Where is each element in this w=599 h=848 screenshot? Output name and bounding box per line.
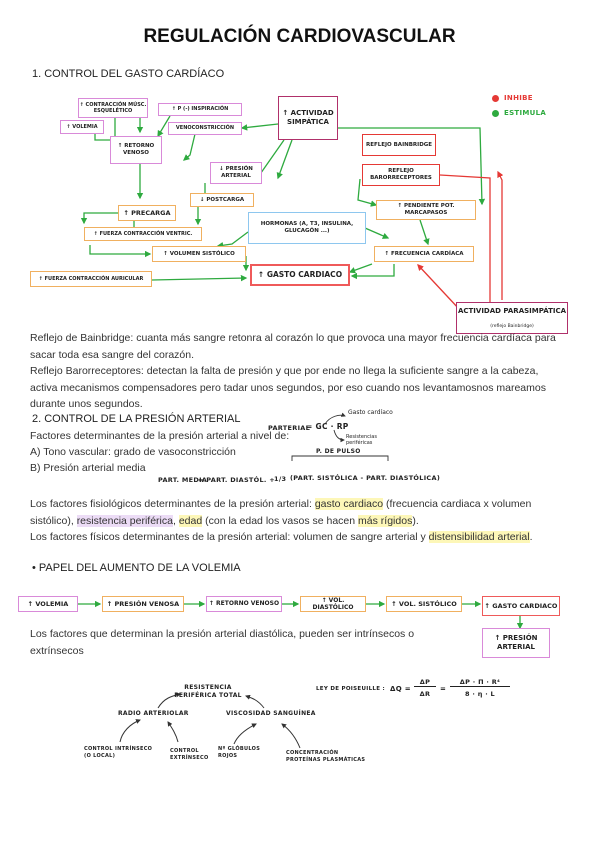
fisicos-text-c: . xyxy=(529,531,533,543)
paragraph-bainbridge: Reflejo de Bainbridge: cuanta más sangre… xyxy=(30,332,556,361)
fisio-highlight-edad: edad xyxy=(178,514,203,527)
tree-radio-arteriolar: RADIO ARTERIOLAR xyxy=(118,710,189,717)
legend-inhibe: INHIBE xyxy=(504,94,533,102)
parasimpatica-note: (reflejo Bainbridge) xyxy=(490,324,534,330)
tree-globulos-rojos: Nº GLÓBULOS ROJOS xyxy=(218,746,261,759)
legend-estimula-dot xyxy=(492,110,499,117)
legend-inhibe-dot xyxy=(492,95,499,102)
fisio-highlight-gasto: gasto cardiaco xyxy=(314,498,384,510)
fisio-text-a: Los factores fisiológicos determinantes … xyxy=(30,498,315,510)
node-venoconstriccion: VENOCONSTRICCIÓN xyxy=(168,122,242,135)
tree-control-intrinseco: CONTROL INTRÍNSECO (O LOCAL) xyxy=(84,746,153,759)
tree-viscosidad: VISCOSIDAD SANGUÍNEA xyxy=(226,710,316,717)
page-title: REGULACIÓN CARDIOVASCULAR xyxy=(143,26,456,47)
node-reflejo-baroreceptores: REFLEJO BARORRECEPTORES xyxy=(362,164,440,186)
chain-vol-diastolico: ↑ VOL. DIASTÓLICO xyxy=(300,596,366,612)
formula-pulse-pressure: (PART. SISTÓLICA - PART. DIASTÓLICA) xyxy=(290,474,441,482)
fisiologicos-paragraph: Los factores fisiológicos determinantes … xyxy=(30,496,575,529)
factores-text: Factores determinantes de la presión art… xyxy=(30,430,290,442)
node-presion-arterial: ↓ PRESIÓN ARTERIAL xyxy=(210,162,262,184)
fisio-highlight-rigidos: más rígidos xyxy=(358,514,413,527)
node-postcarga: ↓ POSTCARGA xyxy=(190,193,254,207)
tree-resistencia: RESISTENCIA PERIFÉRICA TOTAL xyxy=(174,684,242,699)
node-pendiente-marcapasos: ↑ PENDIENTE POT. MARCAPASOS xyxy=(376,200,476,220)
node-precarga: ↑ PRECARGA xyxy=(118,205,176,221)
fisio-text-e: , xyxy=(172,514,179,527)
node-contraccion: ↑ CONTRACCIÓN MÚSC. ESQUELÉTICO xyxy=(78,98,148,118)
poiseuille-frac2-den: 8 · η · L xyxy=(465,690,495,698)
tono-vascular-text: A) Tono vascular: grado de vasoconstricc… xyxy=(30,446,236,458)
fisio-highlight-resistencia: resistencia periférica xyxy=(76,514,173,527)
node-reflejo-bainbridge: REFLEJO BAINBRIDGE xyxy=(362,134,436,156)
formula-parterial-lhs: PARTERIAL xyxy=(268,424,311,432)
node-fuerza-auricular: ↑ FUERZA CONTRACCIÓN AURICULAR xyxy=(30,271,152,287)
fisicos-paragraph: Los factores físicos determinantes de la… xyxy=(30,529,575,546)
chain-retorno-venoso: ↑ RETORNO VENOSO xyxy=(206,596,282,612)
tree-control-extrinseco: CONTROL EXTRÍNSECO xyxy=(170,748,209,761)
presion-media-text: B) Presión arterial media xyxy=(30,462,146,474)
poiseuille-eq2: = xyxy=(440,685,447,693)
fisicos-text-a: Los factores físicos determinantes de la… xyxy=(30,531,429,543)
chain-vol-sistolico: ↑ VOL. SISTÓLICO xyxy=(386,596,462,612)
chain-gasto-cardiaco: ↑ GASTO CARDIACO xyxy=(482,596,560,616)
poiseuille-label: LEY DE POISEUILLE : xyxy=(316,686,385,692)
formula-pmedia-frac: 1/3 xyxy=(274,475,287,483)
paragraph-baroreceptores: Reflejo Barorreceptores: detectan la fal… xyxy=(30,365,546,410)
formula-rp-note: Resistencias periféricas xyxy=(346,434,377,446)
node-volemia: ↑ VOLEMIA xyxy=(60,120,104,134)
diastolica-text: Los factores que determinan la presión a… xyxy=(30,628,415,657)
fisio-text-i: ). xyxy=(412,514,419,527)
section-heading-gasto: 1. CONTROL DEL GASTO CARDÍACO xyxy=(32,68,225,80)
node-inspiracion: ↑ P (-) INSPIRACIÓN xyxy=(158,103,242,116)
node-fuerza-ventricular: ↑ FUERZA CONTRACCIÓN VENTRIC. xyxy=(84,227,202,241)
node-actividad-parasimpatica: ACTIVIDAD PARASIMPÁTICA(reflejo Bainbrid… xyxy=(456,302,568,334)
formula-pulso-note: P. de pulso xyxy=(316,448,361,455)
tree-proteinas: CONCENTRACIÓN PROTEÍNAS PLASMÁTICAS xyxy=(286,750,366,763)
node-hormonas: HORMONAS (A, T3, INSULINA, GLUCAGÓN ...) xyxy=(248,212,366,244)
poiseuille-lhs: ΔQ = xyxy=(390,685,411,693)
fisicos-highlight-distensibilidad: distensibilidad arterial xyxy=(428,531,530,543)
node-frecuencia-cardiaca: ↑ FRECUENCIA CARDÍACA xyxy=(374,246,474,262)
poiseuille-frac2-num: ΔP · π · r⁴ xyxy=(450,678,510,687)
formula-parterial-eq: = GC · RP xyxy=(306,422,349,431)
chain-volemia: ↑ VOLEMIA xyxy=(18,596,78,612)
chain-presion-arterial: ↑ PRESIÓN ARTERIAL xyxy=(482,628,550,658)
node-gasto-cardiaco: ↑ GASTO CARDIACO xyxy=(250,264,350,286)
formula-pmedia-eq: = PART. DIASTÓL. + xyxy=(198,476,276,484)
section-heading-presion: 2. CONTROL DE LA PRESIÓN ARTERIAL xyxy=(32,413,241,425)
fisio-text-c: (frecuencia cardiaca x volumen sistólico… xyxy=(30,498,532,527)
node-volumen-sistolico: ↑ VOLUMEN SISTÓLICO xyxy=(152,246,246,262)
node-retorno-venoso: ↑ RETORNO VENOSO xyxy=(110,136,162,164)
chain-presion-venosa: ↑ PRESIÓN VENOSA xyxy=(102,596,184,612)
section-heading-volemia: • PAPEL DEL AUMENTO DE LA VOLEMIA xyxy=(32,562,241,574)
formula-gc-note: Gasto cardíaco xyxy=(348,409,393,416)
formula-pmedia-lhs: PART. MEDIA xyxy=(158,476,208,484)
legend-estimula: ESTIMULA xyxy=(504,109,547,117)
poiseuille-frac1-den: ΔR xyxy=(419,690,431,698)
node-actividad-simpatica: ↑ ACTIVIDAD SIMPÁTICA xyxy=(278,96,338,140)
poiseuille-frac1-num: ΔP xyxy=(414,678,436,687)
fisio-text-g: (con la edad los vasos se hacen xyxy=(202,514,359,527)
